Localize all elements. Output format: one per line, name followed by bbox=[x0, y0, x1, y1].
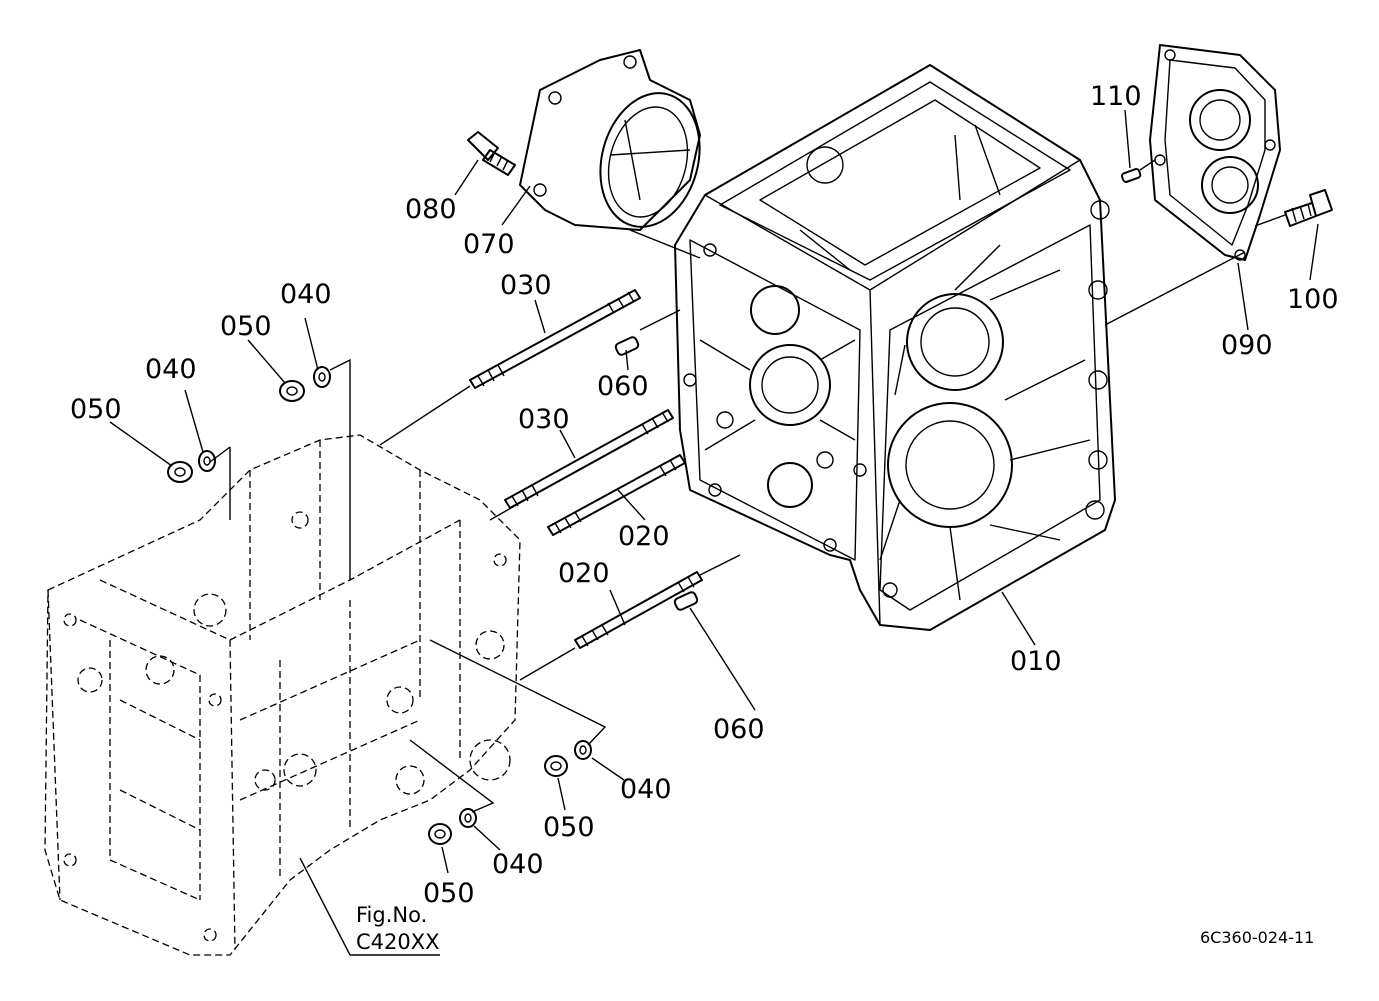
stud-020-mid bbox=[547, 454, 686, 536]
plug-bolt-080 bbox=[467, 131, 516, 176]
callout-060-lower: 060 bbox=[713, 714, 765, 745]
callout-050-top: 050 bbox=[220, 311, 272, 342]
callout-020-low: 020 bbox=[558, 558, 610, 589]
callout-030-mid: 030 bbox=[518, 404, 570, 435]
reference-housing-dashed bbox=[44, 434, 521, 956]
figure-ref-line1: Fig.No. bbox=[356, 903, 427, 927]
callout-040-top: 040 bbox=[280, 279, 332, 310]
bolt-100 bbox=[1284, 189, 1333, 227]
washer-040-left bbox=[198, 450, 216, 472]
cover-090 bbox=[1149, 44, 1281, 261]
callout-050-right: 050 bbox=[543, 812, 595, 843]
stud-030-mid bbox=[504, 409, 674, 509]
transmission-case-010 bbox=[674, 64, 1116, 631]
callout-090: 090 bbox=[1221, 330, 1273, 361]
stud-030-top bbox=[469, 289, 641, 389]
figure-reference: Fig.No. C420XX bbox=[356, 903, 440, 954]
drawing-code: 6C360-024-11 bbox=[1200, 928, 1314, 947]
callout-050-left: 050 bbox=[70, 394, 122, 425]
callout-040-left: 040 bbox=[145, 354, 197, 385]
pin-060-upper bbox=[614, 336, 640, 356]
callout-leaders bbox=[109, 109, 1319, 956]
callout-010: 010 bbox=[1010, 646, 1062, 677]
callout-100: 100 bbox=[1287, 284, 1339, 315]
pin-060-lower bbox=[673, 591, 699, 611]
callout-110: 110 bbox=[1090, 81, 1142, 112]
pin-110 bbox=[1121, 168, 1142, 183]
callout-020-mid: 020 bbox=[618, 521, 670, 552]
nut-050-right bbox=[544, 755, 568, 777]
bearing-housing-070 bbox=[519, 49, 701, 231]
nut-050-left bbox=[167, 461, 193, 483]
assembly-lines bbox=[209, 159, 1286, 813]
callout-040-bottom: 040 bbox=[492, 849, 544, 880]
figure-ref-line2: C420XX bbox=[356, 930, 440, 954]
callout-030-top: 030 bbox=[500, 270, 552, 301]
washer-040-right bbox=[574, 740, 592, 760]
stud-020-low bbox=[574, 571, 703, 649]
callout-050-bottom: 050 bbox=[423, 878, 475, 909]
nut-050-bottom bbox=[428, 823, 452, 845]
callout-080: 080 bbox=[405, 194, 457, 225]
washer-040-bottom bbox=[459, 808, 477, 828]
nut-050-top bbox=[279, 380, 305, 402]
callout-040-right: 040 bbox=[620, 774, 672, 805]
callout-labels: 010 020 020 030 030 040 040 040 040 050 … bbox=[70, 81, 1339, 909]
callout-070: 070 bbox=[463, 229, 515, 260]
callout-060-upper: 060 bbox=[597, 371, 649, 402]
washer-040-top bbox=[313, 366, 331, 388]
